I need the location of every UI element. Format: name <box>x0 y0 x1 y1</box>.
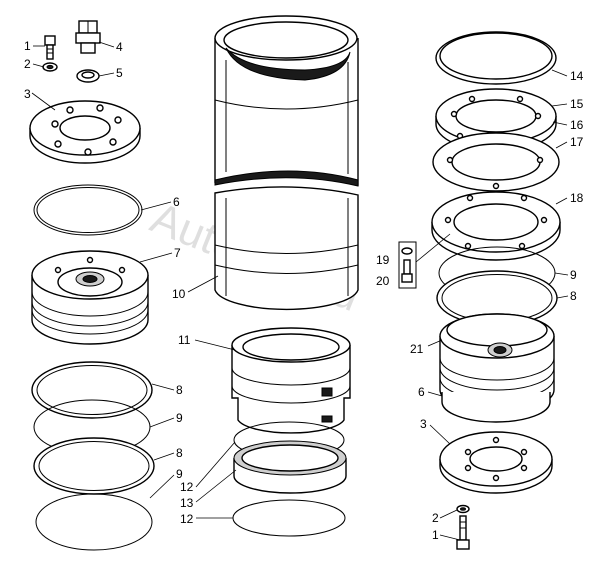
callout-9-left-2: 9 <box>176 467 183 481</box>
flange-top-left <box>29 100 141 164</box>
cylinder-tube <box>214 15 359 311</box>
callout-labels: 1 2 4 5 3 6 7 8 9 8 9 10 11 12 13 12 14 … <box>24 39 584 542</box>
piston-ring-left-2 <box>33 437 155 495</box>
callout-18: 18 <box>570 191 584 205</box>
callout-7: 7 <box>174 246 181 260</box>
callout-10: 10 <box>172 287 186 301</box>
callout-1-bottom-right: 1 <box>432 528 439 542</box>
callout-12-center-1: 12 <box>180 480 194 494</box>
seal-ring-small <box>76 69 100 83</box>
leader-lines <box>31 41 569 541</box>
callout-13: 13 <box>180 496 194 510</box>
flange-bottom-right <box>439 431 553 494</box>
callout-2-top-left: 2 <box>24 57 31 71</box>
callout-3-bottom-right: 3 <box>420 417 427 431</box>
snap-ring-right <box>441 392 551 423</box>
callout-19: 19 <box>376 253 390 267</box>
callout-2-bottom-right: 2 <box>432 511 439 525</box>
callout-4: 4 <box>116 40 123 54</box>
callout-16: 16 <box>570 118 584 132</box>
washer-bottom-right <box>456 504 470 514</box>
guide-bushing <box>231 327 351 434</box>
bolt-top-left <box>44 35 56 60</box>
gasket-right <box>432 132 560 192</box>
callout-9-left-1: 9 <box>176 411 183 425</box>
fitting <box>75 20 101 54</box>
o-ring-center-2 <box>232 499 346 537</box>
washer-top-left <box>42 62 58 72</box>
callout-11: 11 <box>178 333 191 347</box>
callout-5: 5 <box>116 66 123 80</box>
snap-ring-left <box>33 184 143 236</box>
callout-15: 15 <box>570 97 584 111</box>
callout-6-right: 6 <box>418 385 425 399</box>
callout-9-right: 9 <box>570 268 577 282</box>
bolt-bottom-right <box>456 515 470 550</box>
piston <box>31 250 149 345</box>
callout-6-left: 6 <box>173 195 180 209</box>
callout-8-right: 8 <box>570 289 577 303</box>
washer-bolt-small <box>398 241 417 289</box>
piston-ring-left-1 <box>31 361 153 419</box>
flange-right <box>431 191 561 261</box>
ring-top-right <box>435 31 557 85</box>
callout-12-center-2: 12 <box>180 512 194 526</box>
callout-14: 14 <box>570 69 584 83</box>
wiper-seal <box>233 440 347 494</box>
callout-8-left-1: 8 <box>176 383 183 397</box>
callout-20: 20 <box>376 274 390 288</box>
callout-21: 21 <box>410 342 424 356</box>
callout-17: 17 <box>570 135 584 149</box>
callout-1-top-left: 1 <box>24 39 31 53</box>
callout-8-left-2: 8 <box>176 446 183 460</box>
callout-3-top-left: 3 <box>24 87 31 101</box>
o-ring-left-2 <box>35 493 153 551</box>
